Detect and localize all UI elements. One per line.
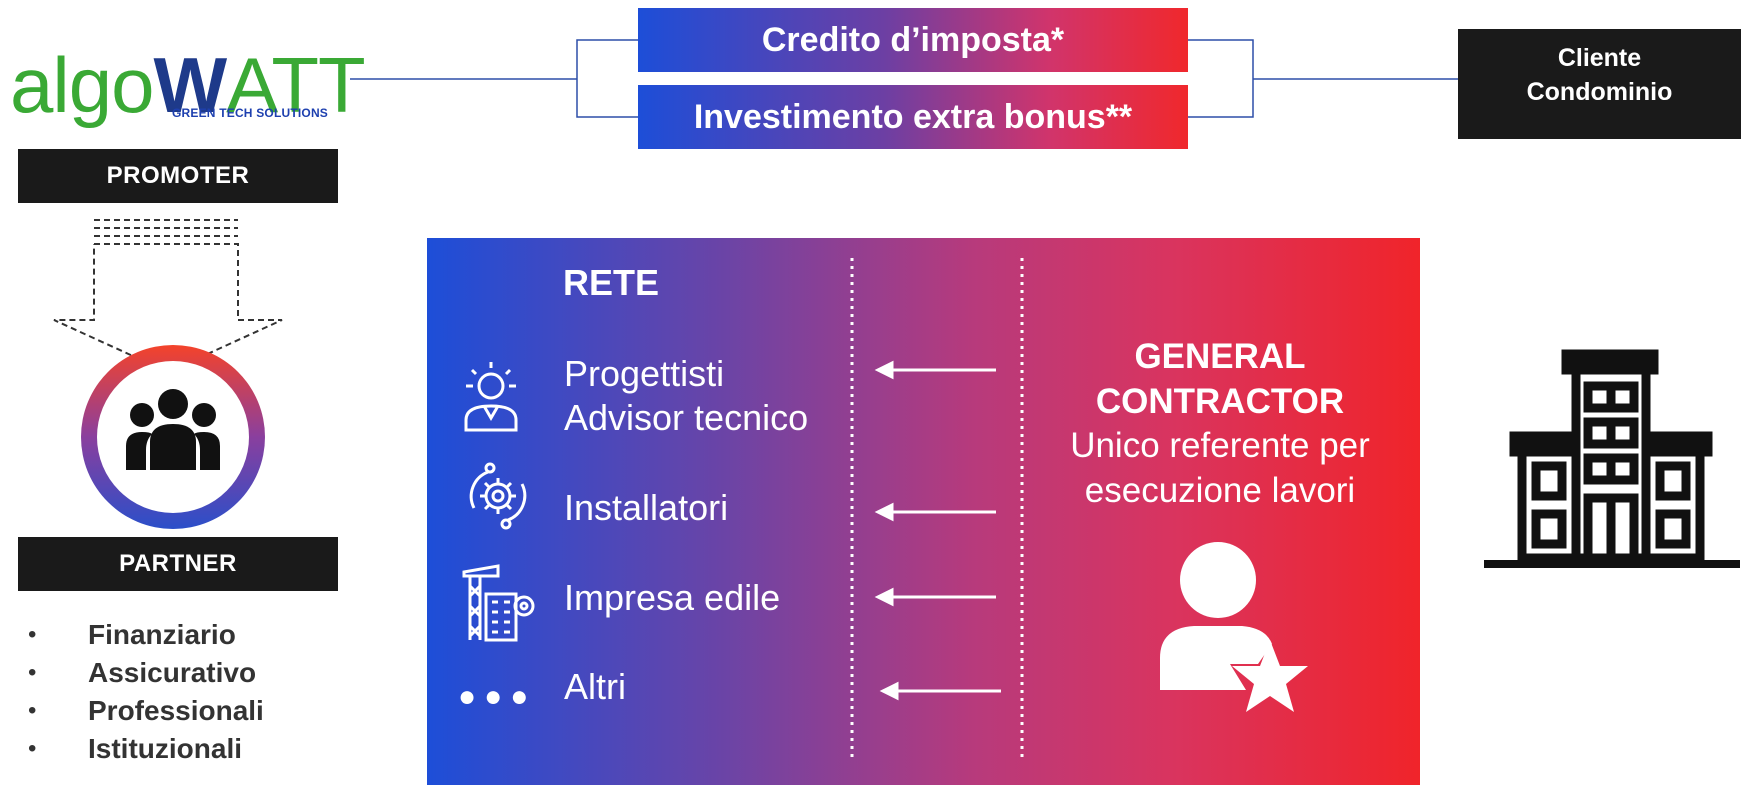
rete-item-altri: Altri (564, 665, 626, 709)
cliente-condominio-box: Cliente Condominio (1458, 29, 1741, 139)
credito-imposta-banner: Credito d’imposta* (638, 8, 1188, 72)
rete-item-installatori: Installatori (564, 486, 728, 530)
logo-text-w: W (153, 41, 227, 129)
partner-group-icon (81, 345, 265, 529)
rete-item-label: Advisor tecnico (564, 397, 809, 438)
dashed-down-arrow-icon (53, 219, 283, 374)
logo-tagline: GREEN TECH SOLUTIONS (172, 106, 329, 120)
building-icon (1484, 349, 1740, 568)
cliente-label: Cliente (1557, 44, 1642, 72)
promoter-label: PROMOTER (18, 149, 338, 203)
general-contractor-subtitle: Unico referente per esecuzione lavori (1040, 423, 1400, 513)
general-contractor-title: GENERAL CONTRACTOR (1060, 334, 1380, 424)
rete-item-impresa-edile: Impresa edile (564, 576, 780, 620)
rete-item-label: Impresa edile (564, 577, 781, 618)
partner-item-professionali: Professionali (28, 692, 264, 730)
investimento-extra-bonus-banner: Investimento extra bonus** (638, 85, 1188, 149)
rete-item-label: Altri (564, 666, 626, 707)
rete-item-label: Installatori (564, 487, 729, 528)
gc-title-line1: GENERAL (1134, 337, 1306, 376)
logo-text-att: ATT (226, 41, 366, 129)
gear-cycle-icon (469, 462, 527, 530)
logo-text-algo: algo (10, 41, 154, 129)
partner-item-assicurativo: Assicurativo (28, 654, 264, 692)
partner-label: PARTNER (18, 537, 338, 591)
gc-sub-line1: Unico referente per (1070, 426, 1370, 465)
algowatt-logo: algoWATT GREEN TECH SOLUTIONS (10, 46, 366, 126)
rete-title: RETE (563, 262, 660, 303)
gc-sub-line2: esecuzione lavori (1084, 471, 1356, 510)
construction-icon (462, 564, 535, 642)
partner-item-finanziario: Finanziario (28, 616, 264, 654)
partner-item-istituzionali: Istituzionali (28, 730, 264, 768)
user-star-icon (1160, 542, 1308, 712)
rete-item-progettisti: Progettisti Advisor tecnico (564, 352, 808, 440)
rete-item-label: Progettisti (564, 353, 725, 394)
idea-person-icon (464, 362, 518, 432)
gc-title-line2: CONTRACTOR (1095, 382, 1345, 421)
condominio-label: Condominio (1526, 78, 1673, 106)
more-dots-icon: ●●● (458, 680, 537, 713)
partner-list: Finanziario Assicurativo Professionali I… (28, 616, 264, 768)
